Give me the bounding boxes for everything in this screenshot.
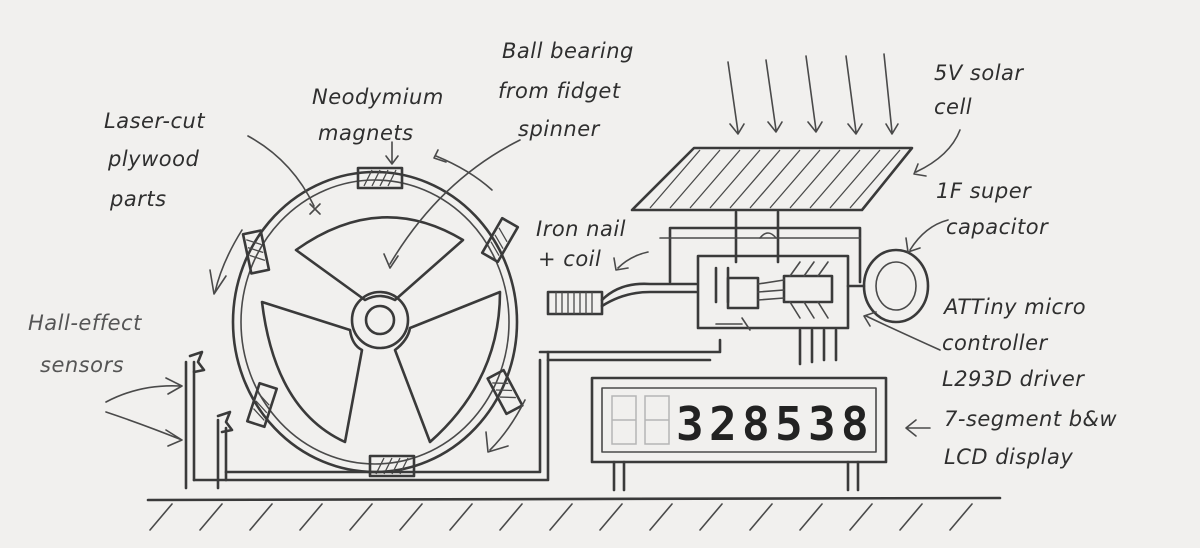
svg-text:capacitor: capacitor xyxy=(946,215,1049,239)
svg-text:Ball bearing: Ball bearing xyxy=(502,39,634,63)
svg-text:Laser-cut: Laser-cut xyxy=(104,109,205,133)
label-display: 7-segment b&w LCD display xyxy=(944,407,1117,469)
label-bearing: Ball bearing from fidget spinner xyxy=(498,39,634,141)
svg-text:magnets: magnets xyxy=(318,121,414,145)
svg-text:1F super: 1F super xyxy=(936,179,1032,203)
svg-text:+ coil: + coil xyxy=(538,247,601,271)
svg-text:controller: controller xyxy=(942,331,1049,355)
lcd-digit: 5 xyxy=(775,397,803,451)
rotor-blade-left xyxy=(262,302,362,442)
coil xyxy=(548,284,696,314)
svg-text:plywood: plywood xyxy=(107,147,199,171)
solar-cell xyxy=(632,54,912,262)
lcd-digit: 8 xyxy=(841,397,869,451)
flywheel xyxy=(233,172,517,472)
label-capacitor: 1F super capacitor xyxy=(936,179,1049,239)
label-mcu: ATTiny micro controller L293D driver xyxy=(942,295,1086,391)
lcd-digit: 2 xyxy=(709,397,737,451)
label-solar: 5V solar cell xyxy=(934,61,1024,119)
label-plywood: Laser-cut plywood parts xyxy=(104,109,205,211)
svg-text:sensors: sensors xyxy=(40,353,124,377)
lcd-digit: 8 xyxy=(742,397,770,451)
lcd-digit: 3 xyxy=(808,397,836,451)
lcd-digits: 328538 xyxy=(612,396,869,451)
svg-text:L293D driver: L293D driver xyxy=(942,367,1085,391)
svg-text:ATTiny micro: ATTiny micro xyxy=(942,295,1086,319)
svg-text:LCD display: LCD display xyxy=(944,445,1073,469)
ground xyxy=(148,498,1000,530)
magnets xyxy=(243,168,522,476)
svg-text:parts: parts xyxy=(109,187,167,211)
svg-text:from fidget: from fidget xyxy=(498,79,621,103)
label-coil: Iron nail + coil xyxy=(536,217,626,271)
svg-text:Hall-effect: Hall-effect xyxy=(28,311,142,335)
hall-sensors xyxy=(186,340,720,488)
svg-text:cell: cell xyxy=(934,95,972,119)
svg-text:5V solar: 5V solar xyxy=(934,61,1024,85)
svg-text:Neodymium: Neodymium xyxy=(312,85,444,109)
svg-text:7-segment b&w: 7-segment b&w xyxy=(944,407,1117,431)
label-magnets: Neodymium magnets xyxy=(312,85,444,145)
svg-text:Iron nail: Iron nail xyxy=(536,217,626,241)
svg-text:spinner: spinner xyxy=(518,117,601,141)
lcd-digit: 3 xyxy=(676,397,704,451)
circuit-board xyxy=(660,228,860,364)
label-hall: Hall-effect sensors xyxy=(28,311,142,377)
rotor-blade-top xyxy=(296,217,463,300)
